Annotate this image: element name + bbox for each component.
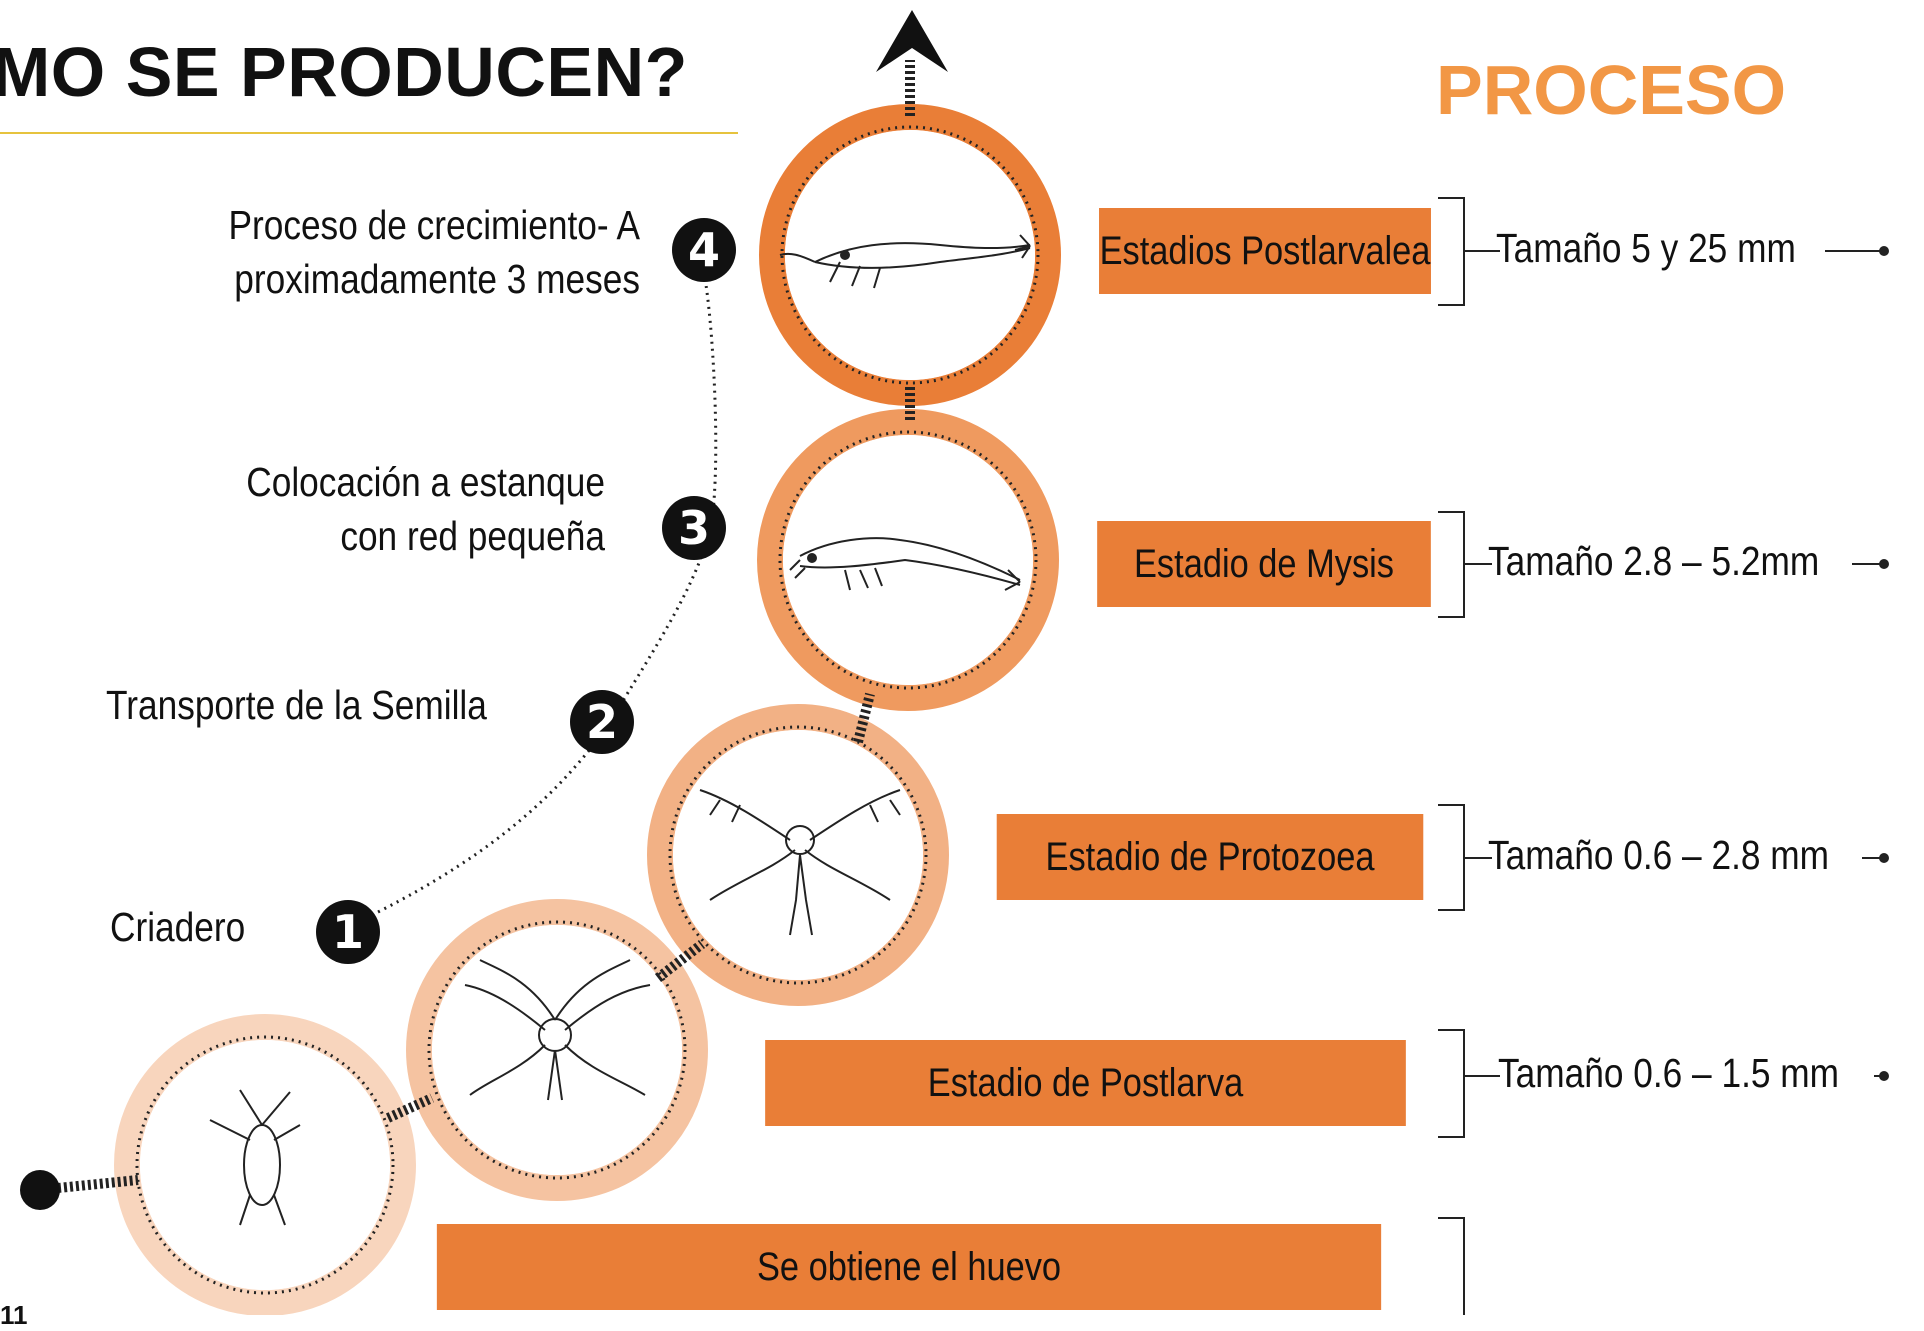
step-4-line2: proximadamente 3 meses	[234, 256, 640, 302]
stage-name: Estadio de Protozoea	[1045, 834, 1375, 879]
step-3-label: Colocación a estanque con red pequeña	[179, 455, 605, 563]
stage-brackets	[1438, 197, 1465, 1315]
size-label-mysis: Tamaño 2.8 – 5.2mm	[1488, 538, 1820, 584]
title-underline	[0, 132, 738, 134]
page-title: MO SE PRODUCEN?	[0, 33, 688, 111]
step-1-badge: 1	[316, 900, 380, 964]
step-3-line1: Colocación a estanque	[246, 459, 606, 505]
size-leaders	[1464, 250, 1880, 1077]
ring-connectors	[57, 60, 915, 1193]
bracket-postlarvalea	[1438, 197, 1465, 306]
bracket-postlarva	[1438, 1029, 1465, 1138]
stage-name: Estadio de Postlarva	[927, 1060, 1244, 1105]
bracket-huevo	[1438, 1217, 1465, 1315]
step-2-label: Transporte de la Semilla	[106, 682, 487, 728]
size-label-postlarva: Tamaño 0.6 – 1.5 mm	[1498, 1050, 1840, 1096]
ring-postlarvalea	[759, 104, 1061, 406]
egg-illustration	[209, 1089, 301, 1226]
bracket-mysis	[1438, 511, 1465, 618]
page-number: 11	[0, 1300, 28, 1330]
step-4-line1: Proceso de crecimiento- A	[228, 202, 640, 248]
step-3-line2: con red pequeña	[340, 513, 605, 559]
stage-bar-huevo: Se obtiene el huevo	[436, 1224, 1382, 1310]
stage-name: Estadios Postlarvalea	[1099, 228, 1431, 273]
start-dot	[20, 1170, 60, 1210]
step-1-label: Criadero	[110, 904, 246, 950]
size-label-protozoea: Tamaño 0.6 – 2.8 mm	[1488, 832, 1830, 878]
stage-bar-mysis: Estadio de Mysis	[1097, 521, 1431, 607]
step-3-badge: 3	[662, 496, 726, 560]
step-2-badge: 2	[570, 690, 634, 754]
ring-protozoea	[647, 704, 949, 1006]
step-4-badge: 4	[672, 218, 736, 282]
shrimp-illustration-postlarvalea	[779, 234, 1031, 289]
stage-name: Se obtiene el huevo	[756, 1244, 1062, 1289]
stage-bar-postlarvalea: Estadios Postlarvalea	[1099, 208, 1431, 294]
section-label: PROCESO	[1436, 51, 1787, 129]
step-4-label: Proceso de crecimiento- A proximadamente…	[210, 198, 640, 306]
size-label-postlarvalea: Tamaño 5 y 25 mm	[1496, 225, 1796, 271]
stage-bar-protozoea: Estadio de Protozoea	[996, 814, 1424, 900]
shrimp-illustration-mysis	[789, 537, 1021, 591]
protozoea-illustration	[699, 789, 901, 936]
size-end-dots	[1879, 246, 1889, 1081]
bracket-protozoea	[1438, 804, 1465, 911]
stage-bar-postlarva: Estadio de Postlarva	[765, 1040, 1406, 1126]
stage-name: Estadio de Mysis	[1133, 541, 1395, 586]
up-arrow-icon	[876, 10, 948, 72]
steps-path	[377, 284, 718, 914]
nauplius-illustration	[464, 959, 651, 1101]
ring-egg	[114, 1014, 416, 1315]
